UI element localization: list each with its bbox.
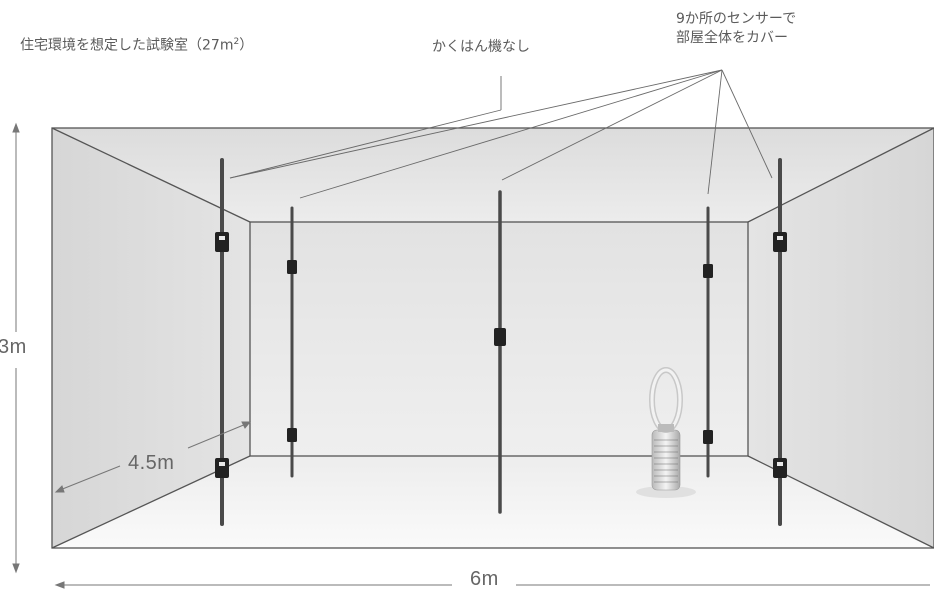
sensors-label-line1: 9か所のセンサーで <box>676 11 797 27</box>
superscript: 2 <box>233 37 240 47</box>
right-wall <box>748 128 934 548</box>
sensor <box>215 458 229 478</box>
dimension-arrows <box>12 122 930 589</box>
no-mixer-label: かくはん機なし <box>432 39 530 55</box>
sensor <box>287 260 297 274</box>
sensor <box>703 264 713 278</box>
ceiling <box>52 128 934 222</box>
sensor <box>215 232 229 252</box>
sensors-label-line2: 部屋全体をカバー <box>676 29 788 46</box>
sensor <box>494 328 506 346</box>
height-dimension: 3m <box>0 336 29 359</box>
sensor <box>287 428 297 442</box>
room-label: 住宅環境を想定した試験室（27m2） <box>20 37 254 54</box>
sensor <box>703 430 713 444</box>
floor <box>52 456 934 548</box>
width-dimension: 6m <box>462 568 507 591</box>
depth-dimension: 4.5m <box>128 452 175 474</box>
sensors <box>215 232 787 478</box>
leader-lines <box>229 69 773 199</box>
air-purifier <box>636 367 696 498</box>
sensors-label: 9か所のセンサーで 部屋全体をカバー <box>676 10 797 48</box>
sensor <box>773 458 787 478</box>
sensor <box>773 232 787 252</box>
